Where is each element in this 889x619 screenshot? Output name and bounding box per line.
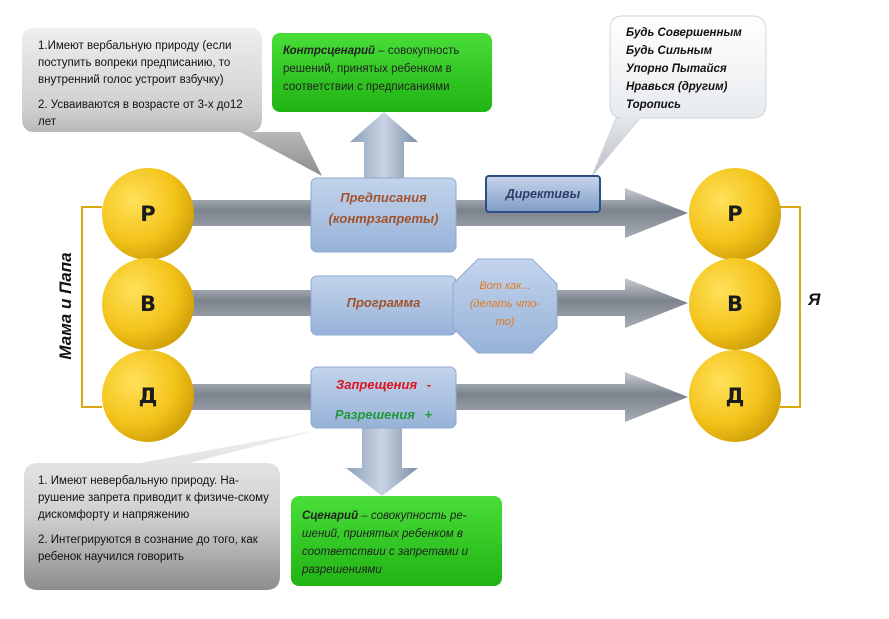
prescriptions-label: Предписания (контрзапреты) <box>328 190 439 226</box>
prohibitions-sign: - <box>426 377 432 392</box>
counterscript-text: Контрсценарий – совокупность решений, пр… <box>283 42 487 96</box>
octagon-label: Вот как... (делать что-то) <box>469 280 541 328</box>
ego-state-adult-left: В <box>139 292 156 316</box>
prohibitions-text: Запрещения <box>335 377 418 392</box>
driver-item: Будь Совершенным <box>626 27 742 39</box>
driver-item: Упорно Пытайся <box>626 63 727 75</box>
script-text: Сценарий – совокупность ре-шений, принят… <box>302 507 498 579</box>
callout-top-left <box>22 28 322 176</box>
ego-state-parent-left: Р <box>140 202 156 226</box>
self-label: Я <box>808 290 821 309</box>
prohibitions-label: Запрещения - <box>316 374 451 395</box>
circle-right-child <box>689 350 781 442</box>
prescriptions-box <box>310 177 457 253</box>
callout-drivers <box>591 15 767 177</box>
directives-box <box>485 175 601 213</box>
program-label: Программа <box>346 295 421 310</box>
callout-top-left-text: 1.Имеют вербальную природу (если поступи… <box>38 38 258 139</box>
callout-bottom-left-item-2: 2. Интегрируются в сознание до того, как… <box>38 534 258 563</box>
permissions-sign: + <box>424 407 433 422</box>
prohibitions-box <box>310 366 457 429</box>
counterscript-box <box>272 33 492 112</box>
ego-state-adult-right: В <box>726 292 743 316</box>
self-bracket <box>780 206 801 408</box>
script-definition: – совокупность ре-шений, принятых ребенк… <box>302 510 469 576</box>
counterscript-term: Контрсценарий <box>283 45 376 57</box>
permissions-text: Разрешения <box>334 407 415 422</box>
permissions-label: Разрешения + <box>316 404 451 425</box>
driver-item: Нравься (другим) <box>626 81 728 93</box>
arrow-down-script <box>346 428 418 496</box>
octagon-shape <box>452 258 558 354</box>
driver-item: Будь Сильным <box>626 45 713 57</box>
script-term: Сценарий <box>302 510 359 522</box>
circle-right-parent <box>689 168 781 260</box>
circle-left-child <box>102 350 194 442</box>
drivers-list: Будь Совершенным Будь Сильным Упорно Пыт… <box>626 24 766 114</box>
callout-bottom-left-text: 1. Имеют невербальную природу. На-рушени… <box>38 473 270 574</box>
script-box <box>291 496 502 586</box>
parents-bracket <box>81 206 102 408</box>
ego-state-child-left: Д <box>138 384 158 408</box>
counterscript-definition: – совокупность решений, принятых ребенко… <box>283 45 460 93</box>
circle-left-parent <box>102 168 194 260</box>
callout-bottom-left-item-1: 1. Имеют невербальную природу. На-рушени… <box>38 475 269 521</box>
directives-label: Директивы <box>505 187 581 201</box>
callout-bottom-left <box>24 430 318 590</box>
circle-right-adult <box>689 258 781 350</box>
ego-state-parent-right: Р <box>727 202 743 226</box>
parents-label: Мама и Папа <box>56 252 75 360</box>
ego-state-child-right: Д <box>725 384 745 408</box>
callout-top-left-item-1: 1.Имеют вербальную природу (если поступи… <box>38 40 232 86</box>
driver-item: Торопись <box>626 99 681 111</box>
circle-left-adult <box>102 258 194 350</box>
arrow-up-counterscript <box>350 112 418 178</box>
callout-top-left-item-2: 2. Усваиваются в возрасте от 3-х до12 ле… <box>38 99 243 128</box>
